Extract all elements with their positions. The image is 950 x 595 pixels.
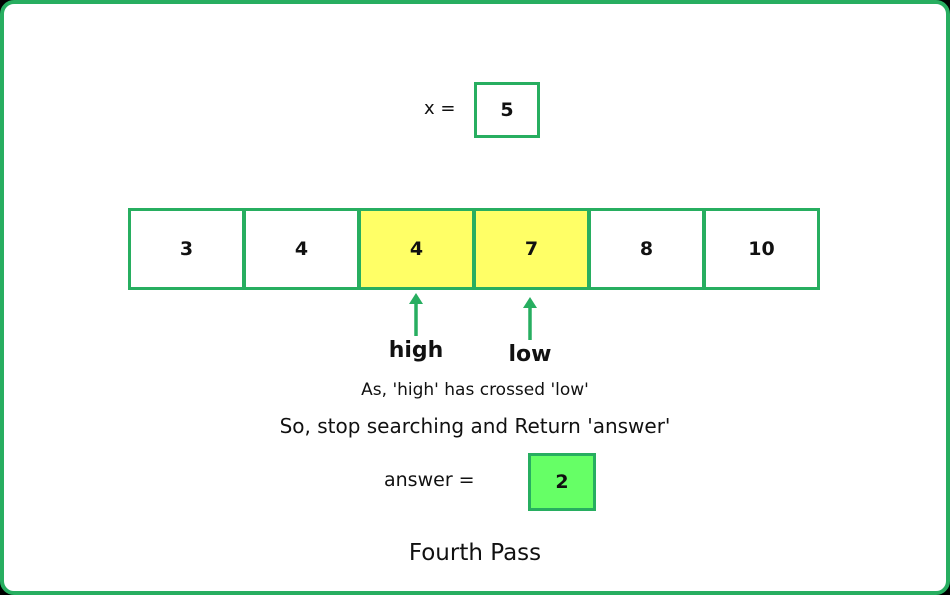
array-cell-2: 4 — [358, 208, 475, 290]
low-label: low — [508, 342, 552, 367]
array-cell-5: 10 — [703, 208, 820, 290]
answer-label: answer = — [384, 469, 475, 491]
x-label: x = — [424, 98, 456, 119]
high-label: high — [388, 338, 444, 363]
array-row: 3 4 4 7 8 10 — [128, 208, 822, 290]
message-line-1: As, 'high' has crossed 'low' — [361, 380, 589, 400]
high-arrow-icon — [409, 293, 423, 336]
array-cell-0: 3 — [128, 208, 245, 290]
caption: Fourth Pass — [408, 540, 542, 566]
array-cell-4: 8 — [588, 208, 705, 290]
array-cell-3: 7 — [473, 208, 590, 290]
answer-value-box: 2 — [528, 453, 596, 511]
low-arrow-icon — [523, 297, 537, 340]
array-cell-1: 4 — [243, 208, 360, 290]
x-value-box: 5 — [474, 82, 540, 138]
message-line-2: So, stop searching and Return 'answer' — [279, 414, 671, 438]
